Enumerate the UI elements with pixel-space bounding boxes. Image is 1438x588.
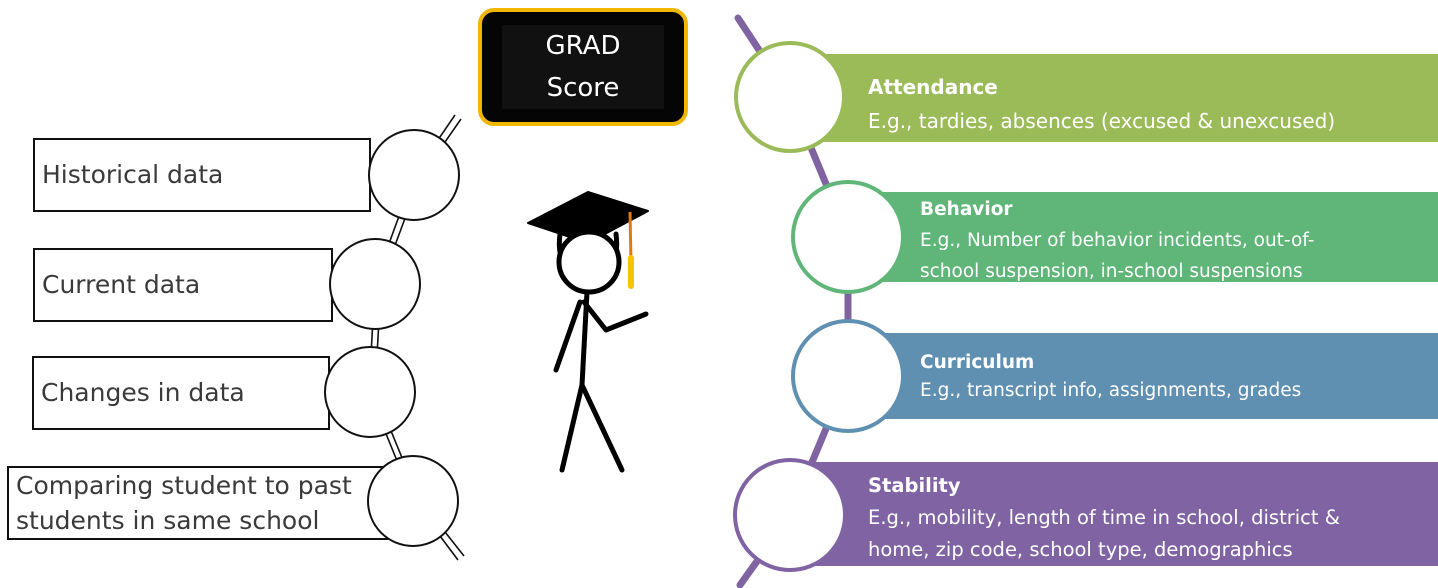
grad-score-line2: Score — [546, 73, 620, 103]
comparing-students-circle — [367, 455, 459, 547]
attendance-desc: E.g., tardies, absences (excused & unexc… — [868, 109, 1336, 133]
curriculum-title: Curriculum — [920, 352, 1035, 373]
current-data-circle — [329, 238, 421, 330]
curriculum-circle — [791, 319, 905, 433]
historical-data-label: Historical data — [42, 160, 224, 189]
behavior-band — [848, 192, 1438, 282]
behavior-circle — [791, 180, 905, 294]
curriculum-text: Curriculum E.g., transcript info, assign… — [920, 349, 1430, 405]
changes-in-data-label: Changes in data — [41, 378, 245, 407]
stability-desc-line2: home, zip code, school type, demographic… — [868, 538, 1293, 561]
stability-band — [790, 462, 1438, 566]
grad-score-line1: GRAD — [545, 31, 621, 61]
graduate-figure-icon — [527, 191, 649, 473]
stability-text: Stability E.g., mobility, length of time… — [868, 470, 1428, 566]
behavior-text: Behavior E.g., Number of behavior incide… — [920, 194, 1430, 287]
attendance-text: Attendance E.g., tardies, absences (excu… — [868, 70, 1428, 138]
stability-title: Stability — [868, 474, 961, 497]
historical-data-circle — [368, 129, 460, 221]
behavior-desc-line1: E.g., Number of behavior incidents, out-… — [920, 230, 1315, 251]
behavior-title: Behavior — [920, 199, 1013, 220]
attendance-title: Attendance — [868, 75, 998, 99]
historical-data-box: Historical data — [33, 138, 371, 212]
attendance-circle — [734, 41, 846, 153]
changes-in-data-box: Changes in data — [32, 356, 330, 430]
curriculum-desc: E.g., transcript info, assignments, grad… — [920, 380, 1302, 401]
changes-in-data-circle — [324, 346, 416, 438]
grad-score-inner: GRAD Score — [502, 25, 664, 109]
stability-desc-line1: E.g., mobility, length of time in school… — [868, 506, 1340, 529]
grad-score-box: GRAD Score — [478, 8, 688, 126]
attendance-band — [790, 54, 1438, 142]
behavior-desc-line2: school suspension, in-school suspensions — [920, 261, 1303, 282]
stability-circle — [733, 458, 847, 572]
comparing-students-line2: students in same school — [16, 506, 320, 535]
comparing-students-box: Comparing student to past students in sa… — [7, 466, 391, 540]
curriculum-band — [848, 333, 1438, 419]
current-data-box: Current data — [33, 248, 333, 322]
comparing-students-line1: Comparing student to past — [16, 471, 352, 500]
current-data-label: Current data — [42, 270, 201, 299]
tassel-icon — [628, 211, 634, 289]
